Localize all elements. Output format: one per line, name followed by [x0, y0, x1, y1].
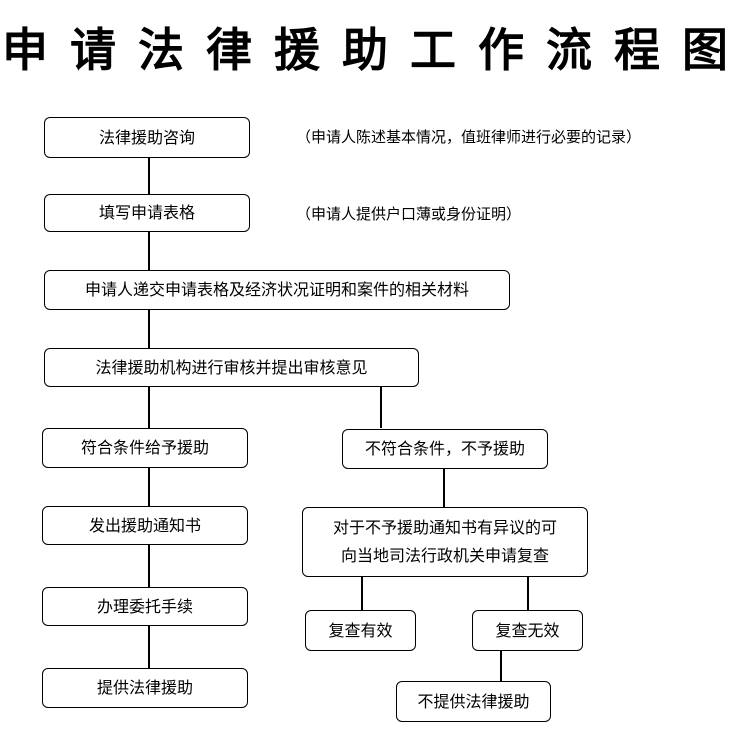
step-qualified-label: 符合条件给予援助: [80, 438, 209, 457]
connector-line: [380, 387, 382, 428]
step-review-label: 法律援助机构进行审核并提出审核意见: [95, 357, 368, 377]
connector-line: [148, 468, 150, 506]
connector-line: [527, 577, 529, 610]
step-objection-line1: 对于不予援助通知书有异议的可: [332, 518, 557, 537]
step-provide-label: 提供法律援助: [96, 678, 193, 697]
fill-note: （申请人提供户口薄或身份证明）: [296, 205, 522, 223]
step-not-provide: 不提供法律援助: [396, 681, 551, 722]
step-review: 法律援助机构进行审核并提出审核意见: [44, 348, 419, 387]
step-recheck-invalid-label: 复查无效: [495, 620, 560, 640]
step-fill-form-label: 填写申请表格: [98, 203, 195, 222]
step-provide: 提供法律援助: [42, 668, 248, 708]
step-fill-form: 填写申请表格: [44, 194, 250, 232]
connector-line: [443, 469, 445, 507]
step-submit-label: 申请人递交申请表格及经济状况证明和案件的相关材料: [84, 280, 469, 299]
step-consult-label: 法律援助咨询: [98, 127, 195, 147]
connector-line: [148, 545, 150, 587]
step-not-provide-label: 不提供法律援助: [417, 691, 530, 711]
step-entrust: 办理委托手续: [42, 587, 248, 626]
step-submit: 申请人递交申请表格及经济状况证明和案件的相关材料: [44, 270, 510, 310]
connector-line: [500, 651, 502, 681]
step-notice-label: 发出援助通知书: [88, 515, 201, 535]
step-objection-line2: 向当地司法行政机关申请复查: [340, 546, 549, 565]
step-consult: 法律援助咨询: [44, 117, 250, 158]
step-recheck-invalid: 复查无效: [472, 610, 583, 651]
step-notice: 发出援助通知书: [42, 506, 248, 545]
step-recheck-valid-label: 复查有效: [328, 620, 393, 640]
connector-line: [148, 232, 150, 270]
step-qualified: 符合条件给予援助: [42, 428, 248, 468]
consult-note: （申请人陈述基本情况，值班律师进行必要的记录）: [296, 128, 642, 146]
step-objection: 对于不予援助通知书有异议的可 向当地司法行政机关申请复查: [302, 507, 588, 577]
connector-line: [148, 626, 150, 668]
connector-line: [361, 577, 363, 610]
step-entrust-label: 办理委托手续: [96, 596, 193, 616]
connector-line: [148, 310, 150, 348]
step-not-qualified-label: 不符合条件，不予援助: [364, 439, 525, 458]
page-title: 申请法律援助工作流程图: [2, 23, 750, 77]
step-not-qualified: 不符合条件，不予援助: [342, 429, 548, 469]
connector-line: [148, 387, 150, 428]
connector-line: [148, 158, 150, 194]
step-recheck-valid: 复查有效: [305, 610, 416, 651]
